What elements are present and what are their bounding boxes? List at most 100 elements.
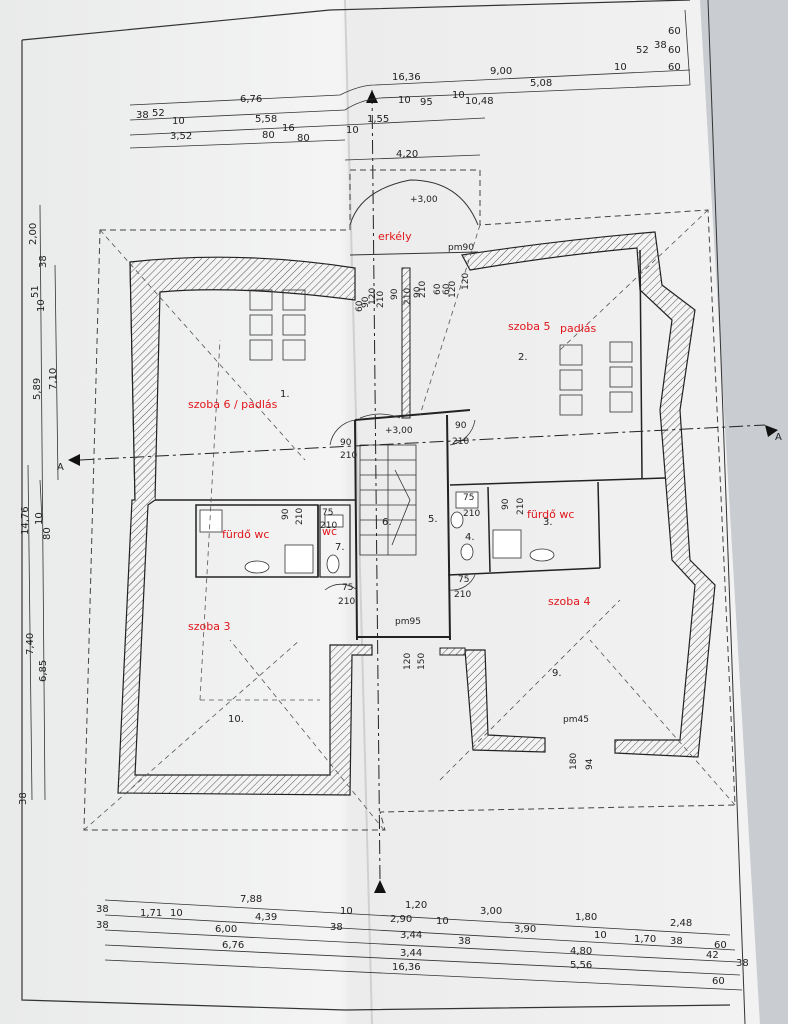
door-width: 90 <box>361 296 371 308</box>
door-height: 210 <box>418 281 428 298</box>
room-number-3: 3. <box>543 517 553 528</box>
dim-bottom: 60 <box>714 940 727 951</box>
dim-top: 60 <box>668 45 681 56</box>
dim-bottom: 38 <box>96 904 109 915</box>
door-width: 75 <box>342 583 353 593</box>
dim-top: 3,52 <box>170 131 192 142</box>
door-height: 210 <box>376 291 386 308</box>
door-width: 75 <box>463 493 474 503</box>
dim-top: 5,58 <box>255 114 277 125</box>
opening-dim: 120 <box>461 273 471 290</box>
opening-dim: 120 <box>403 653 413 670</box>
room-number-5: 5. <box>428 514 438 525</box>
dim-top: 5,08 <box>530 78 552 89</box>
dim-bottom: 4,39 <box>255 912 277 923</box>
room-number-2: 2. <box>518 352 528 363</box>
dim-bottom: 10 <box>594 930 607 941</box>
door-width: 90 <box>455 421 467 431</box>
room-number-10: 10. <box>228 714 244 725</box>
dim-top: 80 <box>262 130 275 141</box>
door-width: 90 <box>390 288 400 300</box>
dim-bottom: 2,48 <box>670 918 692 929</box>
room-number-7: 7. <box>335 542 345 553</box>
dim-bottom: 38 <box>670 936 683 947</box>
dim-top: 10 <box>346 125 359 136</box>
label-szoba-5: szoba 5 <box>508 320 550 333</box>
dim-top: 16,36 <box>392 72 421 83</box>
dim-top: 60 <box>668 26 681 37</box>
staircase <box>359 444 417 556</box>
dim-left: 38 <box>38 255 49 268</box>
room-number-1: 1. <box>280 389 290 400</box>
label-szoba-6: szoba 6 / padlás <box>188 398 278 411</box>
dim-top: 10 <box>398 95 411 106</box>
dim-bottom: 10 <box>436 916 449 927</box>
dim-left: 10 <box>36 299 47 312</box>
dim-top: 10 <box>614 62 627 73</box>
level-hall: +3,00 <box>385 426 413 436</box>
door-height: 210 <box>463 509 480 519</box>
dim-top: 38 <box>654 40 667 51</box>
door-height: 210 <box>340 451 357 461</box>
dim-top: 38 <box>136 110 149 121</box>
dim-bottom: 1,70 <box>634 934 656 945</box>
door-width: 90 <box>501 498 511 510</box>
dim-bottom: 42 <box>706 950 719 961</box>
dim-bottom: 60 <box>712 976 725 987</box>
dim-bottom: 16,36 <box>392 962 421 973</box>
door-width: 75 <box>322 508 333 518</box>
door-height: 210 <box>320 521 337 531</box>
door-height: 210 <box>454 590 471 600</box>
roof-windows <box>249 289 633 416</box>
door-height: 210 <box>295 508 305 525</box>
dim-top: 80 <box>297 133 310 144</box>
opening-dim: 120 <box>448 281 458 298</box>
label-furdo-wc-left: fürdő wc <box>222 528 269 541</box>
door-width: 90 <box>340 438 352 448</box>
dim-bottom: 6,00 <box>215 924 237 935</box>
door-height: 210 <box>338 597 355 607</box>
dim-left: 5,89 <box>32 378 43 400</box>
door-height: 210 <box>516 498 526 515</box>
dim-top: 16 <box>282 123 295 134</box>
dim-bottom: 38 <box>736 958 749 969</box>
dim-bottom: 2,90 <box>390 914 412 925</box>
opening-dim: 180 <box>569 753 579 770</box>
dim-bottom: 1,71 <box>140 908 162 919</box>
dim-top: 60 <box>668 62 681 73</box>
dim-left: 80 <box>42 527 53 540</box>
section-mark-left: A <box>57 462 64 473</box>
dim-bottom: 3,44 <box>400 948 422 959</box>
label-padlas: padlás <box>560 322 597 335</box>
dim-top: 9,00 <box>490 66 512 77</box>
dim-left: 7,10 <box>48 368 59 390</box>
section-mark-right: A <box>775 432 782 443</box>
opening-pm95: pm95 <box>395 617 421 627</box>
dim-bottom: 1,20 <box>405 900 427 911</box>
label-szoba-3: szoba 3 <box>188 620 230 633</box>
section-arrow-right <box>765 425 778 437</box>
dim-bottom: 1,80 <box>575 912 597 923</box>
dim-top: 6,76 <box>240 94 262 105</box>
label-wc: wc <box>322 525 337 538</box>
opening-dim: 150 <box>417 653 427 670</box>
opening-dim: 120 <box>368 288 378 305</box>
dim-left: 7,40 <box>25 633 36 655</box>
opening-dim: 60 <box>355 300 365 312</box>
opening-pm45: pm45 <box>563 715 589 725</box>
room-number-6: 6. <box>382 517 392 528</box>
dim-bottom: 10 <box>170 908 183 919</box>
dim-top: 95 <box>420 97 433 108</box>
dim-left: 51 <box>30 285 41 298</box>
dim-bottom: 5,56 <box>570 960 592 971</box>
dim-bottom: 6,76 <box>222 940 244 951</box>
dim-bottom: 10 <box>340 906 353 917</box>
door-width: 90 <box>413 286 423 298</box>
opening-dim: 60 <box>433 283 443 295</box>
dim-top: 10 <box>172 116 185 127</box>
label-szoba-4: szoba 4 <box>548 595 590 608</box>
level-balcony: +3,00 <box>410 195 438 205</box>
opening-dim: 60 <box>442 283 452 295</box>
dim-left: 14,76 <box>20 506 31 535</box>
paper-sheet <box>0 0 760 1024</box>
